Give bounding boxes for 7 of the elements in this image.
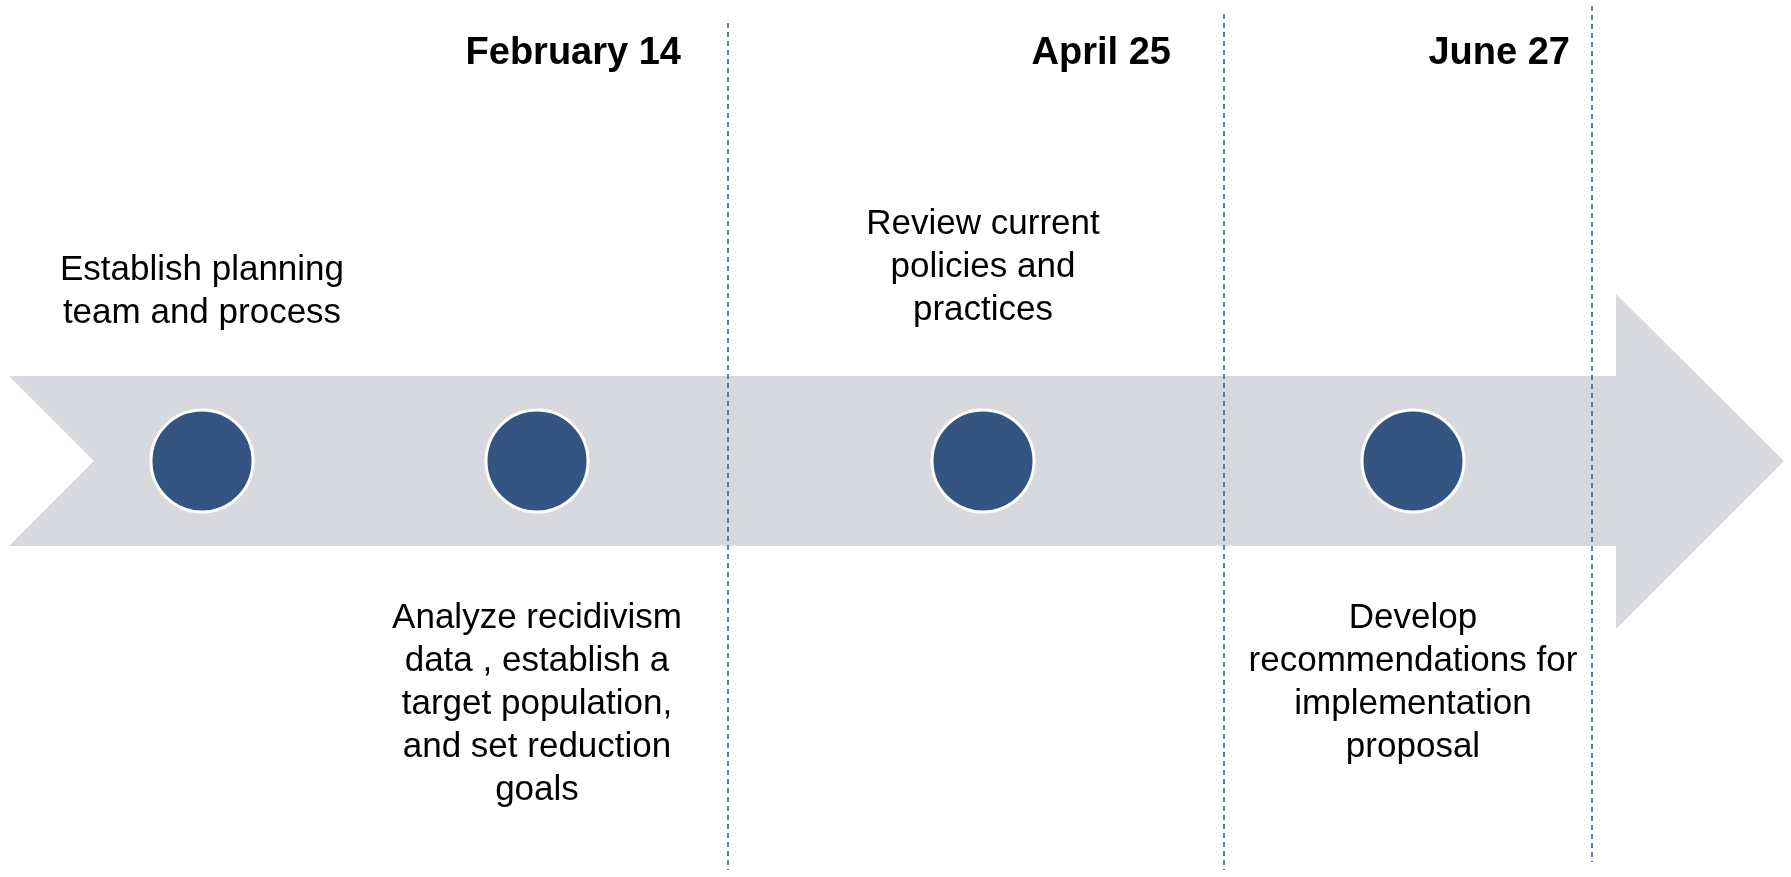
date-label: June 27	[1428, 30, 1570, 73]
milestone-text: Analyze recidivism data , establish a target population, and set reduction goals	[391, 595, 683, 809]
date-label: February 14	[465, 30, 681, 73]
milestone-text: Develop recommendations for implementation proposal	[1247, 595, 1579, 766]
milestone-text: Establish planning team and process	[58, 247, 346, 332]
milestone-text: Review current policies and practices	[865, 201, 1101, 329]
date-label: April 25	[1031, 30, 1171, 73]
